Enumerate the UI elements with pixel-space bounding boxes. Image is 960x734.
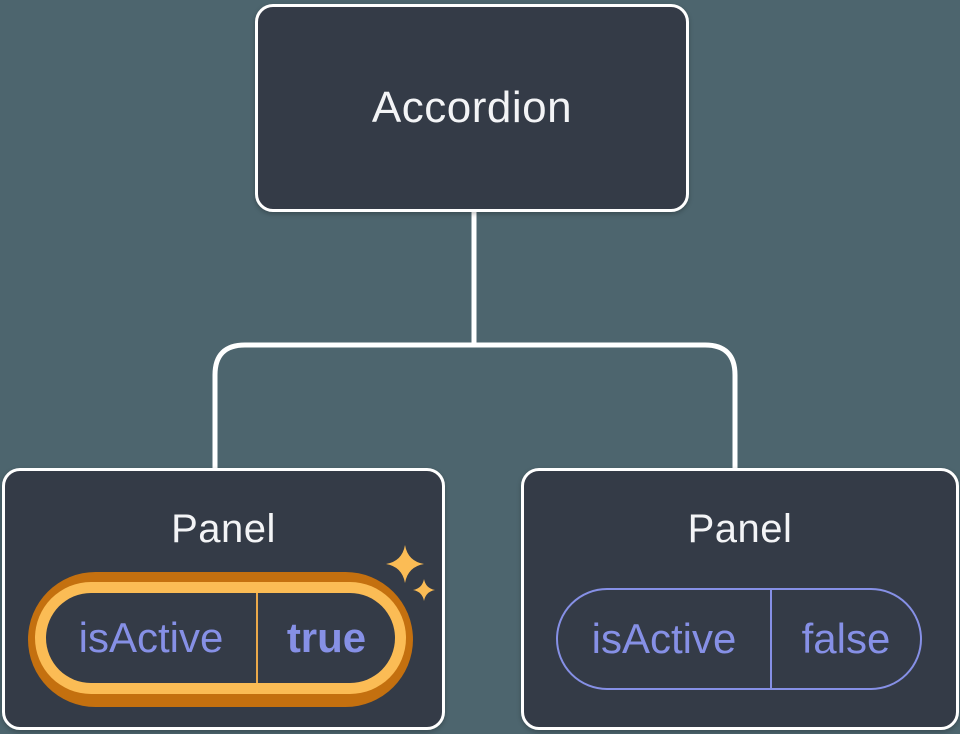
prop-badge-highlight-ring: isActive true (35, 582, 406, 694)
prop-value: false (801, 615, 891, 662)
prop-badge-isactive-false: isActive false (556, 588, 922, 690)
node-panel-inactive: Panel isActive false (521, 468, 959, 730)
prop-divider (770, 590, 772, 688)
children-bracket-line (212, 342, 738, 471)
prop-name: isActive (591, 615, 737, 662)
node-label: Panel (687, 507, 793, 551)
node-label: Panel (171, 507, 276, 551)
prop-value: true (286, 614, 367, 661)
node-panel-active: Panel isActive true (2, 468, 445, 730)
node-label: Accordion (371, 83, 573, 132)
prop-badge-isactive-true: isActive true (28, 572, 413, 707)
prop-name: isActive (78, 614, 224, 661)
prop-divider (256, 593, 258, 683)
sparkles-icon (386, 545, 435, 601)
node-accordion: Accordion (255, 4, 689, 212)
